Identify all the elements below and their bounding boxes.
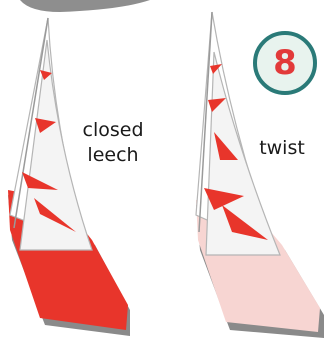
step-number-badge: 8 — [253, 31, 317, 95]
step-number: 8 — [273, 46, 297, 80]
twist-caption: twist — [252, 136, 312, 161]
closed-leech-caption-line2: leech — [77, 143, 149, 168]
boat-closed-leech — [8, 18, 130, 336]
closed-leech-caption: closed leech — [77, 118, 149, 168]
closed-leech-caption-line1: closed — [77, 118, 149, 143]
previous-hull-fragment — [20, 0, 150, 12]
